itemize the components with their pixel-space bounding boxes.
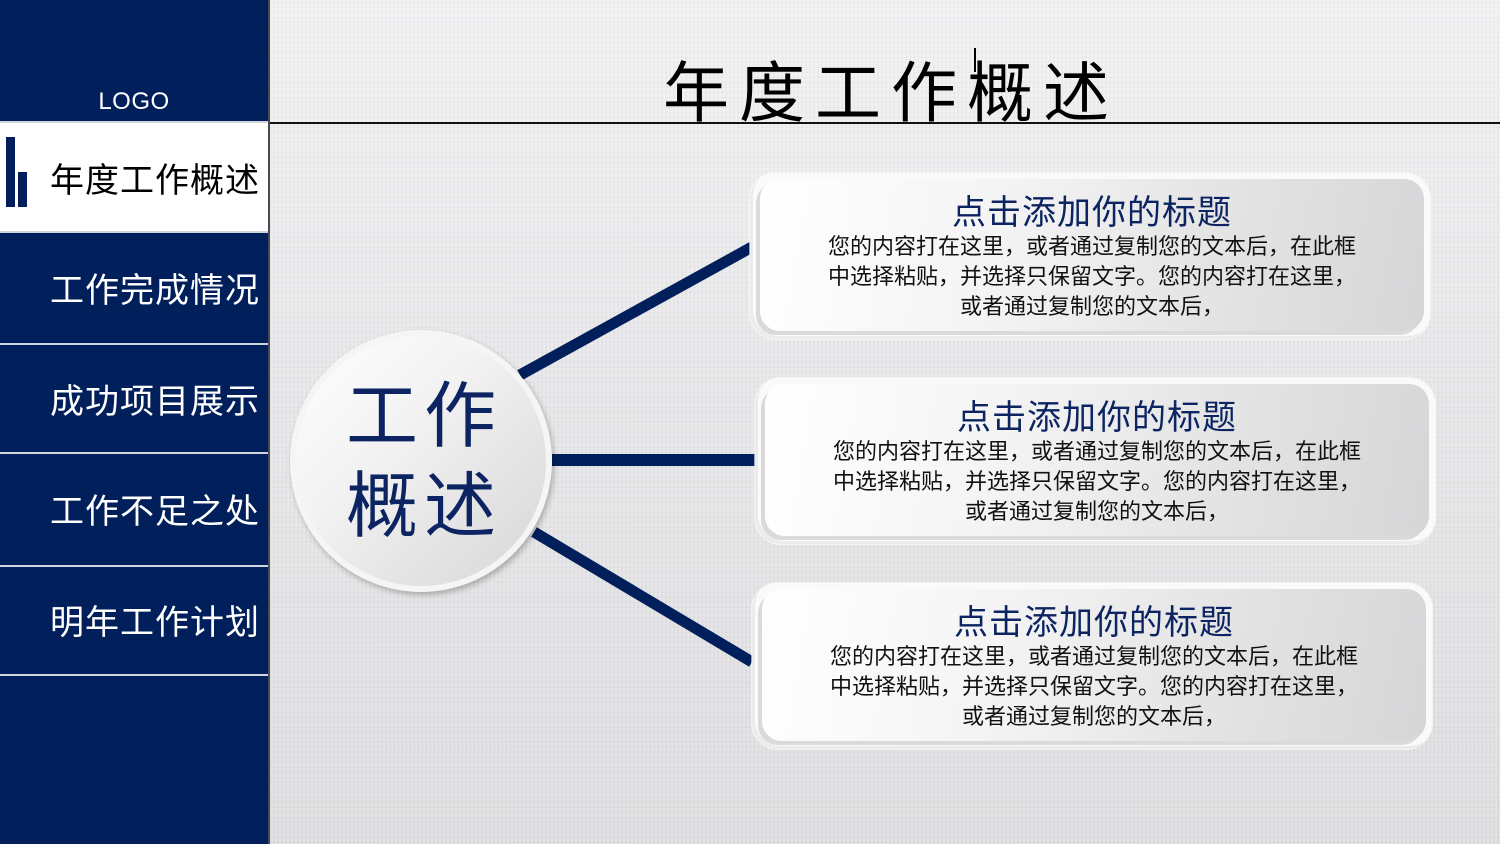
hub-text-line2: 概述 — [345, 464, 502, 548]
card-body-line: 中选择粘贴，并选择只保留文字。您的内容打在这里， — [832, 470, 1361, 495]
hub-circle: 工作 概述 — [290, 330, 552, 592]
card-body-line: 中选择粘贴，并选择只保留文字。您的内容打在这里， — [829, 675, 1358, 700]
card-body-line: 或者通过复制您的文本后， — [961, 705, 1226, 730]
card-body-line: 或者通过复制您的文本后， — [959, 295, 1224, 320]
content-card-1[interactable]: 点击添加你的标题 您的内容打在这里，或者通过复制您的文本后，在此框 中选择粘贴，… — [750, 173, 1430, 339]
nav-divider — [0, 452, 268, 454]
sidebar-item-shortcomings[interactable]: 工作不足之处 — [0, 454, 268, 562]
logo: LOGO — [98, 88, 170, 115]
sidebar-item-label: 年度工作概述 — [50, 160, 260, 201]
connector-line-bottom — [531, 527, 755, 667]
hub-text-line1: 工作 — [345, 374, 502, 458]
page-title[interactable]: 年度工作概述 — [663, 55, 1119, 132]
card-body-line: 您的内容打在这里，或者通过复制您的文本后，在此框 — [832, 440, 1361, 465]
nav-divider — [0, 343, 268, 345]
sidebar-item-label: 成功项目展示 — [50, 381, 260, 422]
content-card-2[interactable]: 点击添加你的标题 您的内容打在这里，或者通过复制您的文本后，在此框 中选择粘贴，… — [755, 378, 1435, 544]
bar-chart-icon — [6, 137, 28, 207]
content-card-3[interactable]: 点击添加你的标题 您的内容打在这里，或者通过复制您的文本后，在此框 中选择粘贴，… — [752, 583, 1432, 749]
text-cursor — [974, 48, 976, 72]
card-body-line: 中选择粘贴，并选择只保留文字。您的内容打在这里， — [827, 265, 1356, 290]
sidebar: LOGO 年度工作概述 工作完成情况 成功项目展示 工作不足之处 明年工作计划 — [0, 0, 270, 844]
card-body-line: 您的内容打在这里，或者通过复制您的文本后，在此框 — [829, 645, 1358, 670]
card-title[interactable]: 点击添加你的标题 — [952, 193, 1232, 233]
sidebar-item-label: 工作完成情况 — [50, 270, 260, 311]
sidebar-item-work-completion[interactable]: 工作完成情况 — [0, 233, 268, 341]
sidebar-item-annual-overview[interactable]: 年度工作概述 — [0, 123, 268, 231]
nav-divider — [0, 565, 268, 567]
nav-divider — [0, 121, 268, 123]
nav-divider — [0, 674, 268, 676]
sidebar-item-label: 工作不足之处 — [50, 491, 260, 532]
card-title[interactable]: 点击添加你的标题 — [957, 398, 1237, 438]
card-body-line: 或者通过复制您的文本后， — [964, 500, 1229, 525]
connector-line-top — [517, 242, 755, 380]
card-title[interactable]: 点击添加你的标题 — [954, 603, 1234, 643]
header-divider — [270, 122, 1500, 124]
sidebar-item-label: 明年工作计划 — [50, 602, 260, 643]
sidebar-item-next-year-plan[interactable]: 明年工作计划 — [0, 565, 268, 673]
sidebar-item-successful-projects[interactable]: 成功项目展示 — [0, 344, 268, 452]
nav-divider — [0, 231, 268, 233]
card-body-line: 您的内容打在这里，或者通过复制您的文本后，在此框 — [827, 235, 1356, 260]
